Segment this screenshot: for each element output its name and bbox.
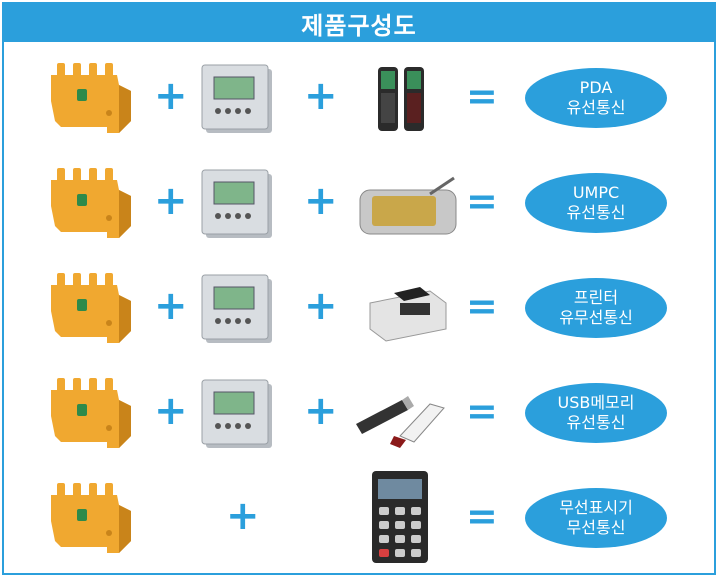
controller-unit-icon	[201, 379, 272, 448]
config-row-wireless-display: + = 무선표시기 무선통신	[4, 469, 714, 569]
equals-operator: =	[466, 389, 498, 433]
controller-unit-icon	[201, 64, 272, 133]
wireless-display-icon	[372, 471, 428, 563]
printer-icon	[369, 287, 447, 342]
plus-operator: +	[304, 388, 338, 434]
usb-memory-icon	[356, 396, 445, 448]
result-label: PDA 유선통신	[525, 68, 667, 128]
equals-operator: =	[466, 74, 498, 118]
config-row-umpc: + + = UMPC 유선통신	[4, 154, 714, 254]
plus-operator: +	[304, 283, 338, 329]
controller-unit-icon	[201, 274, 272, 343]
page-title: 제품구성도	[4, 4, 714, 42]
config-row-printer: + + = 프린터 유무선통신	[4, 259, 714, 359]
sensor-module-icon	[51, 63, 131, 133]
equals-operator: =	[466, 494, 498, 538]
sensor-module-icon	[51, 273, 131, 343]
sensor-module-icon	[51, 483, 131, 553]
plus-operator: +	[304, 73, 338, 119]
plus-operator: +	[154, 178, 188, 224]
sensor-module-icon	[51, 378, 131, 448]
plus-operator: +	[226, 493, 260, 539]
result-label: UMPC 유선통신	[525, 173, 667, 233]
plus-operator: +	[154, 283, 188, 329]
plus-operator: +	[304, 178, 338, 224]
config-row-pda: + + = PDA 유선통신	[4, 49, 714, 149]
controller-unit-icon	[201, 169, 272, 238]
config-row-usb: + + = USB메모리 유선통신	[4, 364, 714, 464]
umpc-device-icon	[359, 176, 457, 235]
plus-operator: +	[154, 388, 188, 434]
equals-operator: =	[466, 179, 498, 223]
sensor-module-icon	[51, 168, 131, 238]
pda-devices-icon	[378, 67, 424, 131]
plus-operator: +	[154, 73, 188, 119]
result-label: 무선표시기 무선통신	[525, 488, 667, 548]
equals-operator: =	[466, 284, 498, 328]
result-label: 프린터 유무선통신	[525, 278, 667, 338]
result-label: USB메모리 유선통신	[525, 383, 667, 443]
